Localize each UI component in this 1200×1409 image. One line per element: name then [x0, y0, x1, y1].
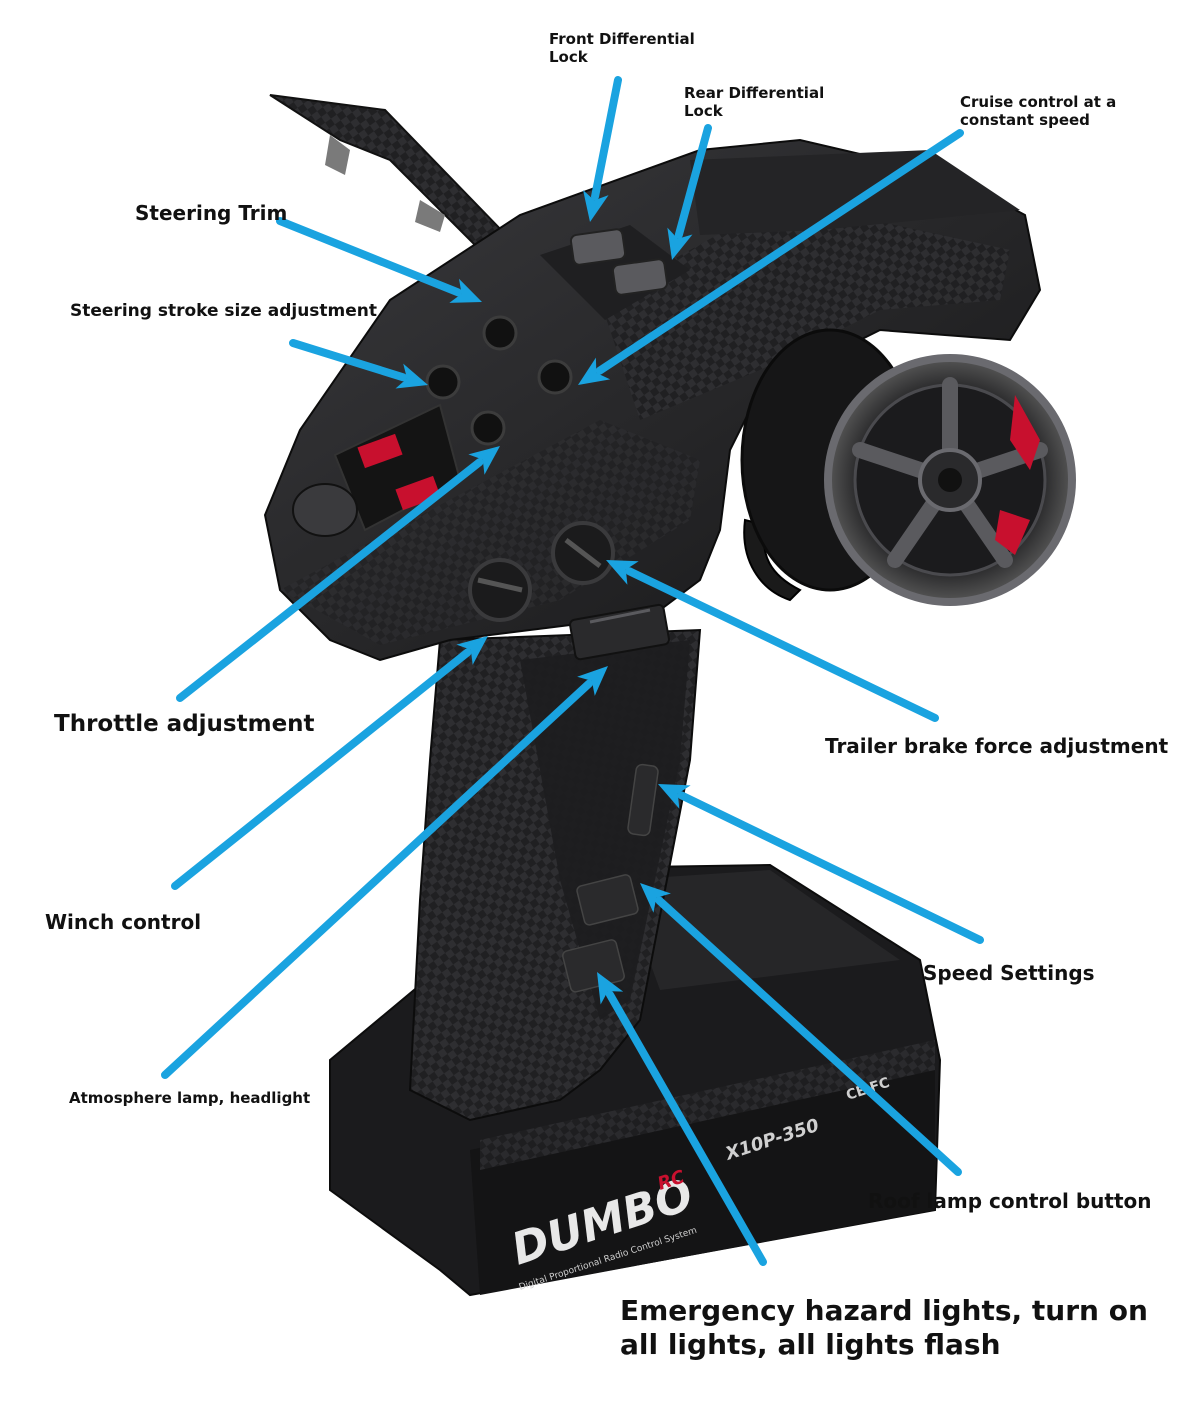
arrow-roof-lamp: [640, 883, 962, 1176]
arrow-winch-control: [171, 636, 488, 890]
arrow-speed-settings: [658, 784, 984, 944]
label-throttle-adjustment: Throttle adjustment: [54, 711, 315, 737]
arrow-steering-trim: [276, 217, 482, 303]
label-cruise-control: Cruise control at a constant speed: [960, 93, 1117, 129]
label-winch-control: Winch control: [45, 910, 202, 934]
bind-button: [292, 483, 358, 537]
diff-lock-buttons: [569, 228, 669, 296]
winch-thumbwheel: [569, 603, 670, 661]
arrow-front-differential-lock: [583, 76, 622, 222]
steering-wheel: [740, 328, 1076, 606]
label-speed-settings: Speed Settings: [923, 961, 1095, 985]
label-roof-lamp: Roof lamp control button: [868, 1189, 1152, 1213]
arrow-trailer-brake: [606, 560, 939, 722]
label-steering-stroke: Steering stroke size adjustment: [70, 301, 378, 321]
arrow-throttle-adjustment: [176, 446, 500, 702]
arrow-cruise-control: [578, 129, 964, 385]
label-atmosphere-lamp: Atmosphere lamp, headlight: [69, 1089, 311, 1107]
arrow-atmosphere-lamp: [161, 666, 608, 1079]
pistol-grip-handle: [408, 628, 702, 1122]
dip-switch-panel: [333, 403, 462, 532]
trim-dials: [468, 521, 615, 622]
arrow-emergency-hazard: [597, 972, 767, 1266]
label-front-differential-lock: Front Differential Lock: [549, 30, 695, 66]
arrow-rear-differential-lock: [667, 124, 712, 260]
adjustment-knobs: [425, 315, 573, 446]
callout-arrows: [161, 76, 984, 1266]
label-emergency-hazard: Emergency hazard lights, turn on all lig…: [620, 1294, 1148, 1362]
label-steering-trim: Steering Trim: [135, 201, 288, 225]
label-trailer-brake: Trailer brake force adjustment: [825, 734, 1169, 758]
label-rear-differential-lock: Rear Differential Lock: [684, 84, 825, 120]
arrow-steering-stroke: [289, 339, 428, 389]
